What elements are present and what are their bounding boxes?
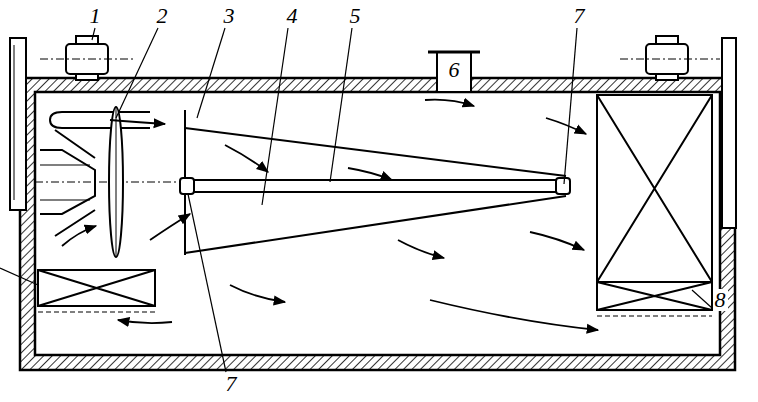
callout-number: 1 — [88, 5, 103, 27]
callout-number: 3 — [222, 5, 237, 27]
callout-number: 7 — [572, 5, 587, 27]
callout-number: 5 — [348, 5, 363, 27]
callout-number: 8 — [713, 289, 728, 311]
callout-number: 4 — [285, 5, 300, 27]
callout-number: 6 — [447, 59, 462, 81]
callout-number: 2 — [155, 5, 170, 27]
callout-number: 7 — [224, 373, 239, 395]
